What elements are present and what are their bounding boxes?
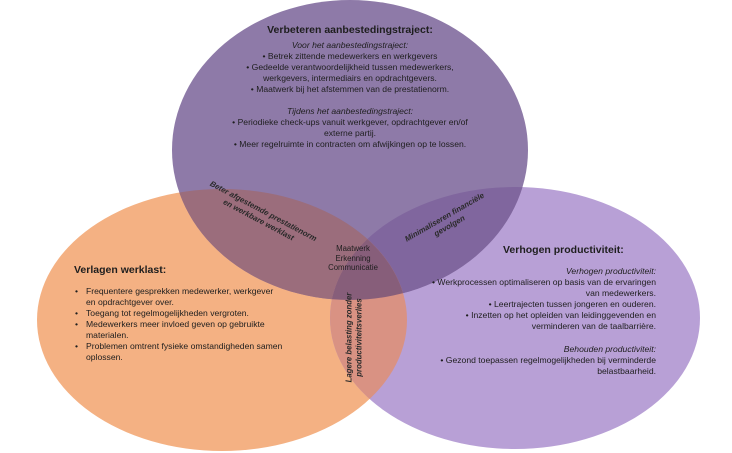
left-right-overlap-label: Lagere belasting zonder productiviteitsv…: [344, 292, 364, 383]
left-item: Problemen omtrent fysieke omstandigheden…: [74, 341, 284, 363]
center-overlap-label: Maatwerk Erkenning Communicatie: [318, 244, 388, 273]
during-heading: Tijdens het aanbestedingstraject:: [286, 106, 414, 116]
keep-item: Gezond toepassen regelmogelijkheden bij …: [430, 355, 656, 377]
left-item: Medewerkers meer invloed geven op gebrui…: [74, 319, 284, 341]
center-item: Maatwerk: [336, 244, 370, 253]
top-left-overlap: [172, 189, 407, 300]
center-item: Erkenning: [335, 253, 371, 263]
during-item: Periodieke check-ups vanuit werkgever, o…: [232, 117, 468, 139]
left-title: Verlagen werklast:: [74, 264, 167, 276]
right-circle-text: Verhogen productiviteit: Werkprocessen o…: [430, 266, 656, 377]
raise-item: Inzetten op het opleiden van leidinggeve…: [430, 310, 656, 332]
top-circle-text: Verbeteren aanbestedingstraject: Voor he…: [232, 24, 468, 150]
during-item: Meer regelruimte in contracten om afwijk…: [232, 139, 468, 150]
raise-heading: Verhogen productiviteit:: [566, 266, 656, 276]
left-circle-text: Verlagen werklast: Frequentere gesprekke…: [74, 264, 284, 363]
left-item: Frequentere gesprekken medewerker, werkg…: [74, 286, 284, 308]
raise-item: Leertrajecten tussen jongeren en ouderen…: [430, 299, 656, 310]
before-item: Gedeelde verantwoordelijkheid tussen med…: [232, 62, 468, 84]
before-item: Betrek zittende medewerkers en werkgever…: [232, 51, 468, 62]
top-title: Verbeteren aanbestedingstraject:: [267, 24, 433, 36]
before-heading: Voor het aanbestedingstraject:: [291, 40, 409, 50]
raise-item: Werkprocessen optimaliseren op basis van…: [430, 277, 656, 299]
center-item: Communicatie: [328, 263, 378, 272]
keep-heading: Behouden productiviteit:: [563, 344, 656, 354]
left-item: Toegang tot regelmogelijkheden vergroten…: [74, 308, 284, 319]
right-title: Verhogen productiviteit:: [503, 244, 624, 256]
before-item: Maatwerk bij het afstemmen van de presta…: [232, 84, 468, 95]
top-right-overlap: [330, 187, 528, 300]
